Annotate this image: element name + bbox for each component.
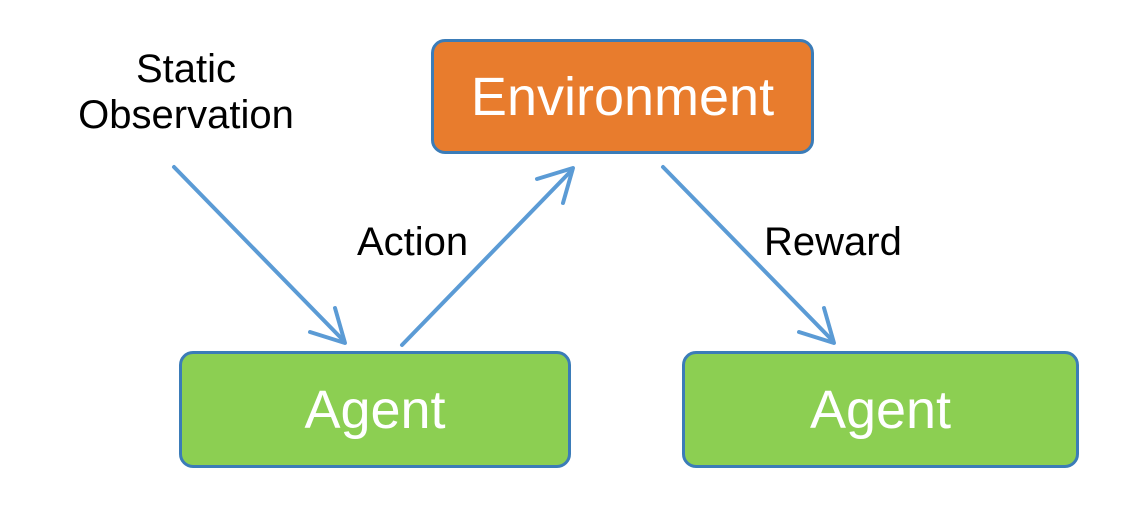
node-environment[interactable]: Environment <box>431 39 814 154</box>
static-observation-arrow <box>172 165 347 345</box>
node-agent-right-label: Agent <box>809 379 952 440</box>
node-agent-left-label: Agent <box>304 379 446 440</box>
label-action: Action <box>357 220 469 264</box>
label-reward: Reward <box>764 220 902 264</box>
node-agent-left[interactable]: Agent <box>179 351 571 468</box>
node-agent-right[interactable]: Agent <box>682 351 1079 468</box>
label-static-observation: Static Observation <box>78 47 294 138</box>
node-environment-label: Environment <box>470 66 775 127</box>
